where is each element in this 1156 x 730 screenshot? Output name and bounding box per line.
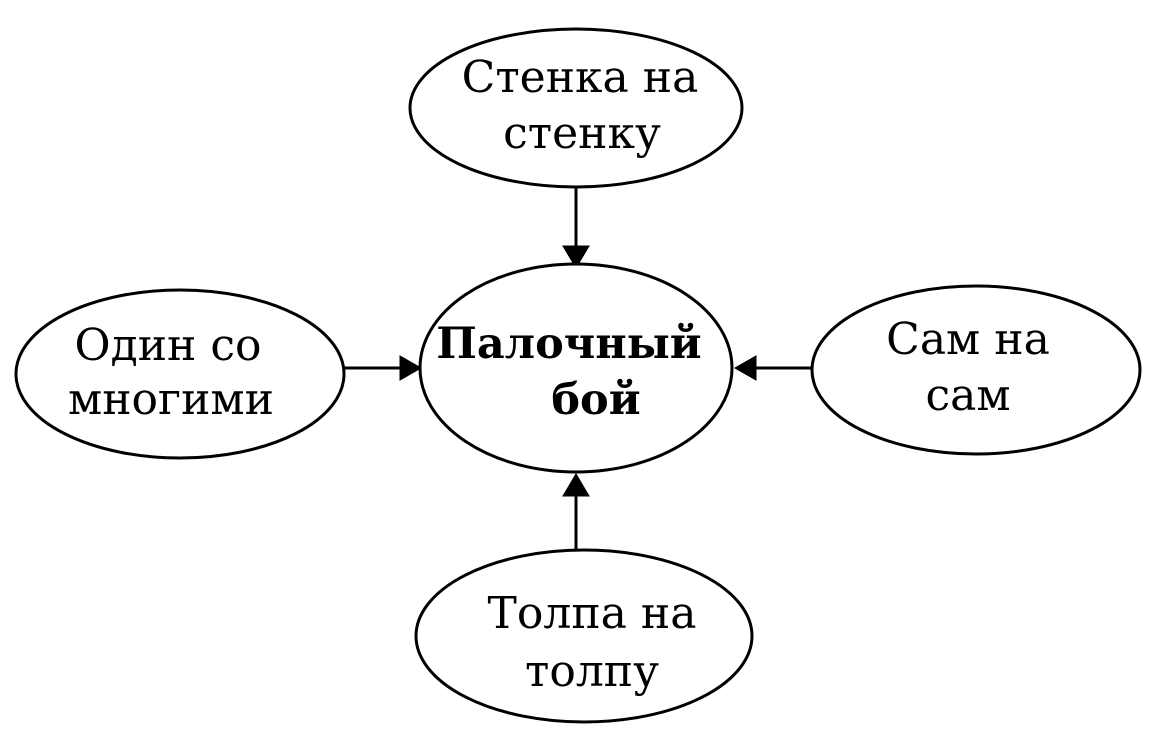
node-right-ellipse [810, 284, 1142, 456]
node-right: Сам на сам [810, 284, 1142, 456]
node-left-line2: многими [68, 374, 274, 425]
node-left-ellipse [14, 288, 346, 460]
node-center-ellipse [418, 262, 734, 474]
arrowhead-bottom [562, 473, 590, 497]
node-bottom-ellipse [414, 548, 754, 724]
arrowhead-left [399, 355, 423, 381]
node-bottom-line2: толпу [525, 646, 659, 697]
node-center: Палочный бой [418, 262, 734, 474]
node-bottom: Толпа на толпу [414, 548, 754, 724]
node-top: Стенка на стенку [408, 27, 744, 189]
node-right-line1: Сам на [886, 314, 1050, 365]
node-top-ellipse [408, 27, 744, 189]
arrowhead-top [562, 245, 590, 269]
node-left-line1: Один со [75, 320, 262, 371]
node-center-line1: Палочный [436, 319, 701, 369]
arrowhead-right [733, 355, 757, 381]
node-top-line1: Стенка на [462, 52, 699, 103]
edges [344, 186, 812, 552]
node-top-line2: стенку [503, 108, 661, 159]
node-right-line2: сам [925, 370, 1010, 421]
node-bottom-line1: Толпа на [488, 588, 697, 639]
node-center-line2: бой [551, 375, 640, 425]
node-left: Один со многими [14, 288, 346, 460]
